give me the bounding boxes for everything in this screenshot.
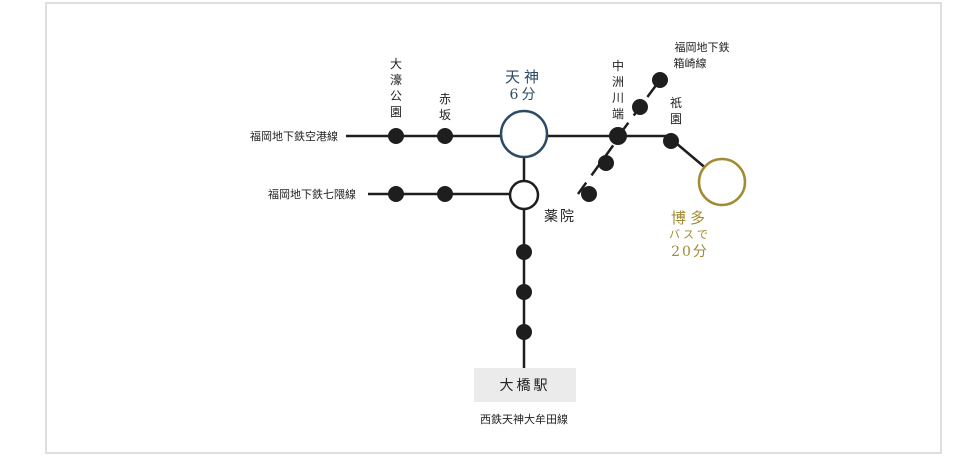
stop-hakozaki-2[interactable]: [652, 72, 668, 88]
hakata-mode: バスで: [669, 228, 711, 241]
ohashi-box[interactable]: [474, 368, 576, 402]
nakasu-label-2: 洲: [612, 75, 624, 89]
kuko-line-label: 福岡地下鉄空港線: [250, 129, 338, 143]
hakozaki-line-label-2: 箱崎線: [674, 56, 707, 70]
station-yakuin[interactable]: [508, 179, 540, 211]
ohori-label-2: 濠: [390, 72, 402, 87]
ohori-label-4: 園: [390, 105, 402, 119]
yakuin-label: 薬院: [544, 209, 576, 225]
stop-akasaka[interactable]: [437, 128, 453, 144]
ohashi-label: 大橋駅: [500, 378, 551, 394]
tenjin-time: 6分: [510, 87, 539, 103]
station-hakata[interactable]: [697, 157, 747, 207]
stop-omuta-2[interactable]: [516, 284, 532, 300]
station-tenjin[interactable]: [499, 109, 549, 159]
stop-gion[interactable]: [663, 133, 679, 149]
akasaka-label-2: 坂: [439, 108, 451, 122]
akasaka-label-1: 赤: [439, 92, 451, 106]
stop-nanakuma-2[interactable]: [437, 186, 453, 202]
stop-ohori[interactable]: [388, 128, 404, 144]
stop-hakozaki-1[interactable]: [632, 99, 648, 115]
stop-nanakuma-1[interactable]: [388, 186, 404, 202]
hakozaki-line-label-1: 福岡地下鉄: [675, 40, 730, 54]
ohori-label-1: 大: [390, 57, 402, 71]
gion-label-2: 園: [670, 112, 682, 126]
stop-nanakuma-3[interactable]: [581, 186, 597, 202]
stop-omuta-3[interactable]: [516, 324, 532, 340]
tenjin-omuta-line-label: 西鉄天神大牟田線: [480, 412, 568, 426]
stop-nakasu[interactable]: [609, 127, 627, 145]
ohori-label-3: 公: [390, 89, 402, 103]
nakasu-label-4: 端: [612, 107, 624, 121]
stop-nanakuma-4[interactable]: [598, 155, 614, 171]
stop-omuta-1[interactable]: [516, 244, 532, 260]
hakata-label: 博多: [671, 209, 709, 227]
nakasu-label-3: 川: [612, 91, 624, 105]
nanakuma-line-label: 福岡地下鉄七隈線: [268, 187, 356, 201]
nakasu-label-1: 中: [612, 58, 624, 73]
tenjin-label: 天神: [505, 68, 543, 86]
hakata-time: 20分: [671, 244, 709, 260]
gion-label-1: 祇: [670, 96, 682, 110]
